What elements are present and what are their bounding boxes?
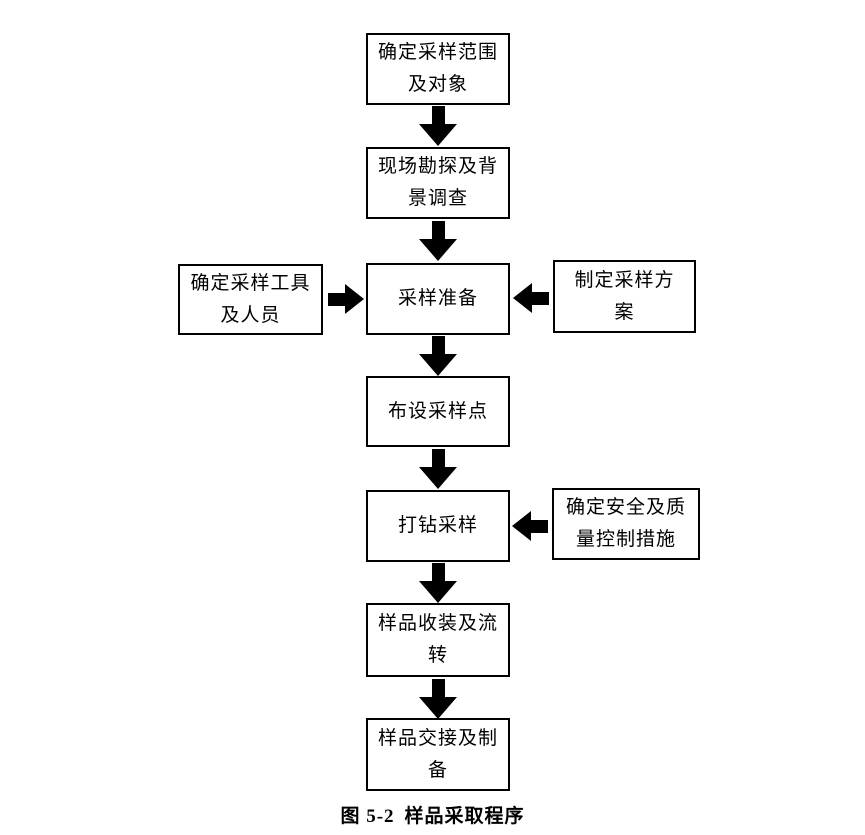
- step-label: 打钻采样: [397, 515, 478, 536]
- step-sampling-points-layout: 布设采样点: [366, 376, 510, 447]
- arrow-down-icon: [419, 106, 457, 146]
- arrow-down-icon: [419, 449, 457, 489]
- step-label: 现场勘探及背景调查: [378, 156, 499, 209]
- step-drilling-sampling: 打钻采样: [366, 490, 510, 562]
- side-sampling-plan: 制定采样方案: [553, 260, 696, 333]
- arrow-stem: [328, 292, 345, 306]
- arrow-down-icon: [419, 336, 457, 376]
- arrow-down-icon: [419, 563, 457, 603]
- arrow-left-icon: [512, 511, 548, 541]
- arrow-stem: [531, 519, 548, 533]
- side-safety-quality-control: 确定安全及质量控制措施: [552, 488, 700, 560]
- figure-caption: 图 5-2 样品采取程序: [0, 801, 865, 828]
- arrow-head: [512, 511, 531, 541]
- arrow-stem: [532, 291, 549, 305]
- step-label: 制定采样方案: [574, 269, 675, 323]
- step-label: 布设采样点: [387, 400, 488, 422]
- arrow-stem: [431, 221, 445, 239]
- step-site-survey: 现场勘探及背景调查: [366, 147, 510, 219]
- step-sampling-scope: 确定采样范围及对象: [366, 33, 510, 105]
- figure-caption-number: 图 5-2: [340, 806, 395, 827]
- arrow-right-icon: [328, 284, 364, 314]
- arrow-down-icon: [419, 221, 457, 261]
- step-label: 样品交接及制备: [378, 727, 499, 781]
- step-sampling-preparation: 采样准备: [366, 263, 510, 335]
- step-sample-handover-preparation: 样品交接及制备: [366, 718, 510, 791]
- arrow-head: [513, 283, 532, 313]
- arrow-left-icon: [513, 283, 549, 313]
- arrow-head: [419, 124, 457, 146]
- step-label: 采样准备: [397, 288, 478, 309]
- step-label: 确定采样范围及对象: [378, 42, 499, 95]
- arrow-stem: [431, 106, 445, 124]
- arrow-head: [419, 581, 457, 603]
- arrow-head: [419, 239, 457, 261]
- arrow-head: [419, 697, 457, 719]
- arrow-stem: [431, 336, 445, 354]
- arrow-head: [345, 284, 364, 314]
- arrow-head: [419, 354, 457, 376]
- step-label: 确定采样工具及人员: [190, 272, 311, 326]
- arrow-head: [419, 467, 457, 489]
- arrow-stem: [431, 449, 445, 467]
- arrow-stem: [431, 563, 445, 581]
- arrow-stem: [431, 679, 445, 697]
- step-label: 确定安全及质量控制措施: [565, 497, 686, 550]
- figure-caption-title: 样品采取程序: [404, 806, 525, 827]
- step-sample-packing-transfer: 样品收装及流转: [366, 603, 510, 677]
- arrow-down-icon: [419, 679, 457, 719]
- side-sampling-tools-personnel: 确定采样工具及人员: [178, 264, 323, 335]
- step-label: 样品收装及流转: [378, 613, 499, 666]
